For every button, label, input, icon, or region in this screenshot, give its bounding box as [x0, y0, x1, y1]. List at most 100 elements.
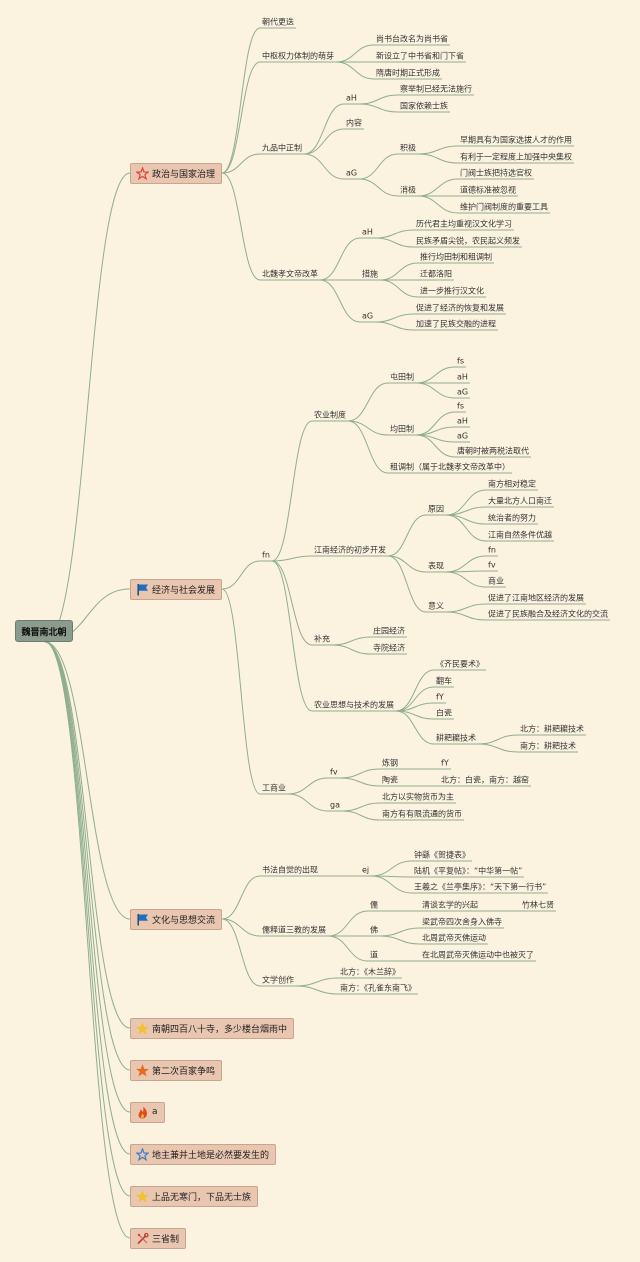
node-p2b[interactable]: 新设立了中书省和门下省 [376, 51, 464, 61]
main-topic-7[interactable]: 地主兼并土地是必然要发生的 [130, 1143, 277, 1165]
node-p4a[interactable]: aH [362, 227, 373, 237]
node-p3c1[interactable]: 积极 [400, 143, 416, 153]
node-e1b3[interactable]: aG [457, 431, 469, 441]
node-e4b[interactable]: 翻车 [436, 676, 452, 686]
node-p1[interactable]: 朝代更迭 [262, 17, 294, 27]
node-p3c1b[interactable]: 有利于一定程度上加强中央集权 [460, 152, 572, 162]
main-topic-6[interactable]: a [130, 1101, 165, 1123]
node-c2b2[interactable]: 北周武帝灭佛运动 [422, 933, 486, 943]
node-c3a[interactable]: 北方：《木兰辞》 [340, 967, 400, 977]
node-e2b3[interactable]: 商业 [488, 576, 504, 586]
node-e2b2[interactable]: fv [488, 560, 496, 570]
node-c2a1[interactable]: 清谈玄学的兴起 [422, 900, 478, 910]
node-p3c[interactable]: aG [346, 168, 358, 178]
main-topic-5[interactable]: 第二次百家争鸣 [130, 1059, 223, 1081]
node-c2a1a[interactable]: 竹林七贤 [522, 900, 554, 910]
node-e4e2[interactable]: 南方：耕耙技术 [520, 741, 576, 751]
node-c1a1[interactable]: 钟繇《贺捷表》 [414, 850, 470, 860]
node-c1a3[interactable]: 王羲之《兰亭集序》：“天下第一行书” [414, 882, 547, 892]
node-e1b4[interactable]: 唐朝时被两税法取代 [457, 446, 529, 456]
node-e1b1[interactable]: fs [457, 401, 464, 411]
node-c3[interactable]: 文学创作 [262, 975, 294, 985]
node-c2b1[interactable]: 梁武帝四次舍身入佛寺 [422, 917, 502, 927]
main-topic-2[interactable]: 经济与社会发展 [130, 578, 223, 600]
root-topic[interactable]: 魏晋南北朝 [15, 620, 73, 642]
node-p3a2[interactable]: 国家依赖士族 [400, 101, 448, 111]
node-e5a[interactable]: fv [330, 767, 338, 777]
node-e3a[interactable]: 庄园经济 [373, 626, 405, 636]
node-p4b1[interactable]: 推行均田制和租调制 [420, 252, 492, 262]
node-c2c1[interactable]: 在北周武帝灭佛运动中也被灭了 [422, 950, 534, 960]
node-e4e1[interactable]: 北方：耕耙耱技术 [520, 724, 584, 734]
node-p4a2[interactable]: 民族矛盾尖锐，农民起义频发 [416, 236, 520, 246]
main-topic-8[interactable]: 上品无寒门，下品无士族 [130, 1185, 259, 1207]
node-e2a4[interactable]: 江南自然条件优越 [488, 530, 552, 540]
node-e2a3[interactable]: 统治者的努力 [488, 513, 536, 523]
node-e-fn[interactable]: fn [262, 550, 270, 560]
node-p2a[interactable]: 尚书台改名为尚书省 [376, 34, 448, 44]
node-p2c[interactable]: 隋唐时期正式形成 [376, 68, 440, 78]
node-e4[interactable]: 农业思想与技术的发展 [314, 700, 394, 710]
node-e5a1a[interactable]: fY [441, 758, 449, 768]
node-c2b[interactable]: 佛 [370, 925, 378, 935]
node-e4a[interactable]: 《齐民要术》 [436, 659, 484, 669]
node-e1b[interactable]: 均田制 [390, 424, 414, 434]
node-e4c[interactable]: fY [436, 692, 444, 702]
node-e2b1[interactable]: fn [488, 545, 496, 555]
node-e2b[interactable]: 表现 [428, 561, 444, 571]
node-p4b3[interactable]: 进一步推行汉文化 [420, 286, 484, 296]
node-p4a1[interactable]: 历代君主均重视汉文化学习 [416, 219, 512, 229]
node-e2c2[interactable]: 促进了民族融合及经济文化的交流 [488, 609, 608, 619]
node-e3[interactable]: 补充 [314, 634, 330, 644]
node-c1a2[interactable]: 陆机《平复帖》：“中华第一帖” [414, 866, 523, 876]
node-c3b[interactable]: 南方：《孔雀东南飞》 [340, 983, 416, 993]
node-p4c[interactable]: aG [362, 311, 374, 321]
node-e4d[interactable]: 白瓷 [436, 708, 452, 718]
node-p3c1a[interactable]: 早期具有为国家选拔人才的作用 [460, 135, 572, 145]
node-e5b2[interactable]: 南方有有限流通的货币 [382, 809, 462, 819]
node-e2[interactable]: 江南经济的初步开发 [314, 545, 386, 555]
node-p3b[interactable]: 内容 [346, 118, 362, 128]
node-c2c[interactable]: 道 [370, 950, 378, 960]
node-e5b[interactable]: ga [330, 800, 340, 810]
node-p2[interactable]: 中枢权力体制的萌芽 [262, 51, 334, 61]
node-c2[interactable]: 儒释道三教的发展 [262, 925, 326, 935]
node-e4e[interactable]: 耕耙耱技术 [436, 733, 476, 743]
node-e1a2[interactable]: aH [457, 372, 468, 382]
node-e2c1[interactable]: 促进了江南地区经济的发展 [488, 593, 584, 603]
node-p3c2[interactable]: 消极 [400, 185, 416, 195]
node-e1a[interactable]: 屯田制 [390, 372, 414, 382]
node-p4c1[interactable]: 促进了经济的恢复和发展 [416, 303, 504, 313]
node-p3a1[interactable]: 察举制已经无法施行 [400, 84, 472, 94]
node-e2a1[interactable]: 南方相对稳定 [488, 479, 536, 489]
node-e2a[interactable]: 原因 [428, 504, 444, 514]
main-topic-4[interactable]: 南朝四百八十寺，多少楼台烟雨中 [130, 1017, 295, 1039]
node-p4b2[interactable]: 迁都洛阳 [420, 269, 452, 279]
node-e5a1[interactable]: 炼钢 [382, 758, 398, 768]
main-topic-9[interactable]: 三省制 [130, 1227, 187, 1249]
node-e5b1[interactable]: 北方以实物货币为主 [382, 792, 454, 802]
node-e3b[interactable]: 寺院经济 [373, 643, 405, 653]
main-topic-1[interactable]: 政治与国家治理 [130, 162, 223, 184]
node-e1c[interactable]: 租调制（属于北魏孝文帝改革中） [390, 462, 510, 472]
node-c2a[interactable]: 儒 [370, 900, 378, 910]
node-e2a2[interactable]: 大量北方人口南迁 [488, 496, 552, 506]
node-p4b[interactable]: 措施 [362, 269, 378, 279]
node-p4[interactable]: 北魏孝文帝改革 [262, 269, 318, 279]
node-e1a3[interactable]: aG [457, 387, 469, 397]
node-c1a[interactable]: ej [362, 865, 370, 875]
main-topic-3[interactable]: 文化与思想交流 [130, 908, 223, 930]
node-p3c2a[interactable]: 门阀士族把持选官权 [460, 168, 532, 178]
node-e1a1[interactable]: fs [457, 356, 464, 366]
node-e5a2a[interactable]: 北方：白瓷，南方：越窑 [441, 775, 529, 785]
node-p3a[interactable]: aH [346, 93, 357, 103]
node-p3[interactable]: 九品中正制 [262, 143, 302, 153]
node-p3c2c[interactable]: 维护门阀制度的重要工具 [460, 202, 548, 212]
node-p4c2[interactable]: 加速了民族交融的进程 [416, 319, 496, 329]
node-p3c2b[interactable]: 道德标准被忽视 [460, 185, 516, 195]
node-e2c[interactable]: 意义 [428, 601, 444, 611]
node-e5[interactable]: 工商业 [262, 783, 286, 793]
node-e5a2[interactable]: 陶瓷 [382, 775, 398, 785]
node-c1[interactable]: 书法自觉的出现 [262, 865, 318, 875]
node-e1[interactable]: 农业制度 [314, 410, 346, 420]
